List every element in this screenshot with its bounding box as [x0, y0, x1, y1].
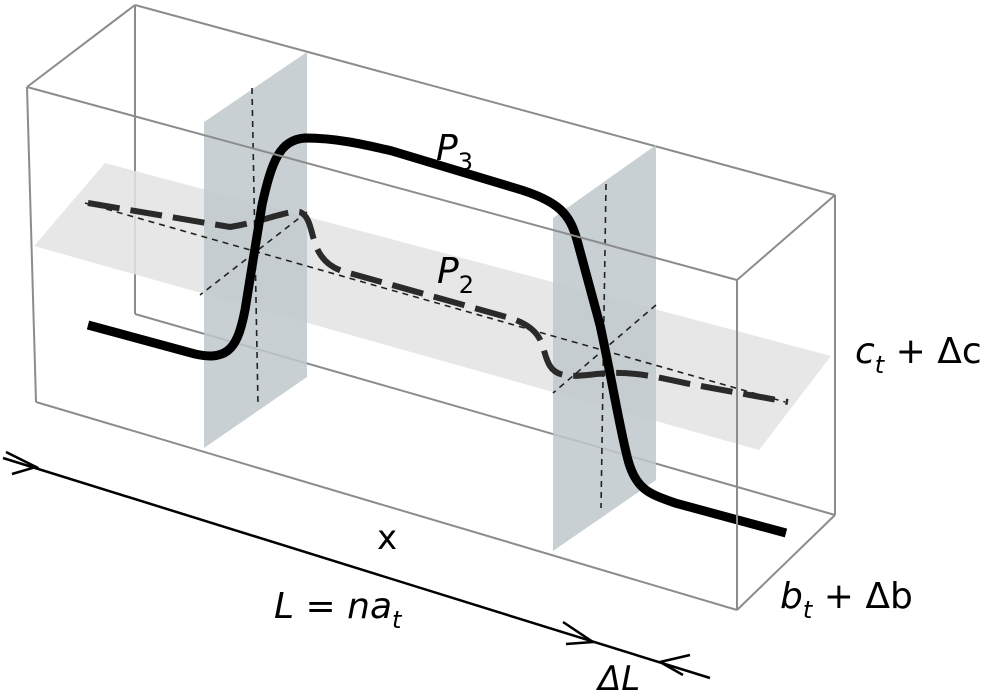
- b-axis-label-rest: + Δb: [812, 576, 913, 617]
- b-axis-label-main: b: [780, 576, 803, 617]
- box-front-left-edge: [26, 86, 37, 403]
- box-top-left-connector: [26, 4, 136, 88]
- length-label-lhs: L: [274, 586, 294, 627]
- box-back-top-edge: [134, 4, 836, 196]
- c-axis-label-sub: t: [875, 351, 886, 379]
- box-top-right-connector: [736, 194, 836, 281]
- b-axis-label: bt + Δb: [780, 576, 913, 624]
- length-label: L = nat: [274, 586, 403, 634]
- p3-curve: [86, 133, 788, 538]
- length-end-arrow: [562, 620, 597, 646]
- c-axis-label: ct + Δc: [855, 331, 982, 379]
- box-bottom-right-connector: [736, 514, 836, 611]
- length-label-eq: =: [294, 586, 347, 627]
- box-front-bottom-edge: [35, 401, 738, 611]
- p2-curve: [87, 200, 789, 405]
- p2-label-sub: 2: [459, 271, 474, 299]
- delta-l-label: ΔL: [595, 659, 640, 693]
- p2-label: P2: [437, 251, 474, 299]
- box-front-edges: [26, 4, 836, 611]
- mid-plane: [34, 163, 831, 450]
- mid-plane-center-line: [84, 202, 786, 403]
- box-front-top-edge: [26, 86, 738, 281]
- p3-label-sub: 3: [458, 148, 473, 176]
- delta-l-arrow: [656, 653, 691, 677]
- length-label-main: na: [347, 586, 392, 627]
- b-axis-label-sub: t: [803, 596, 814, 624]
- p2-label-main: P: [437, 251, 459, 292]
- length-label-sub: t: [392, 606, 403, 634]
- c-axis-label-main: c: [855, 331, 875, 372]
- length-axis: [2, 450, 711, 680]
- length-start-arrow: [5, 450, 40, 476]
- p3-label-main: P: [436, 128, 458, 169]
- x-axis-label: x: [377, 518, 397, 558]
- p3-label: P3: [436, 128, 473, 176]
- c-axis-label-rest: + Δc: [884, 331, 981, 372]
